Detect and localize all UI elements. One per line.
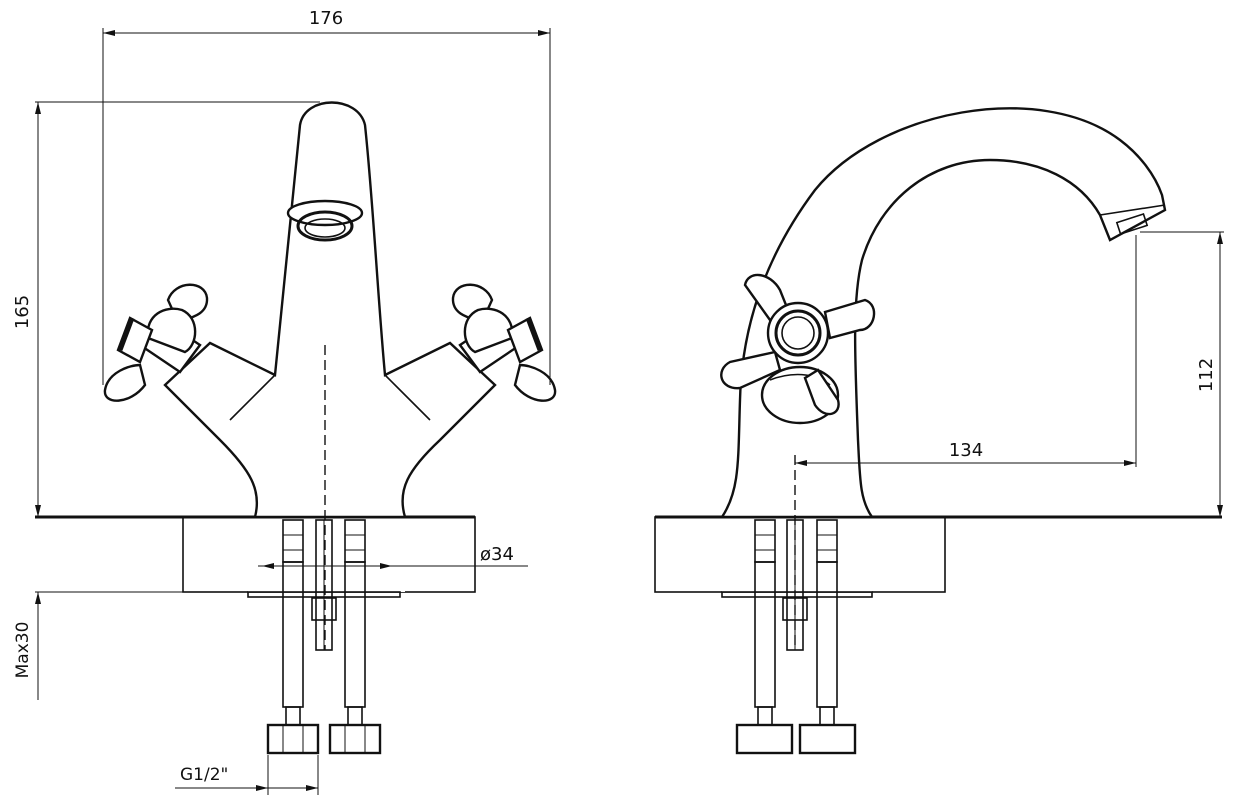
dimension-spout-height: 112: [1140, 231, 1224, 517]
dimension-spout-reach: 134: [795, 235, 1137, 467]
dimension-max-mount-label: Max30: [13, 622, 33, 679]
front-faucet-body: [163, 101, 497, 519]
side-countertop-section: [654, 515, 1222, 598]
dimension-max-mount: Max30: [13, 592, 41, 700]
front-supply-hoses: [266, 519, 382, 755]
front-right-handle[interactable]: [451, 283, 557, 402]
side-view: 112 134: [654, 107, 1224, 755]
dimension-spout-height-label: 112: [1196, 358, 1217, 392]
dimension-width-top: 176: [102, 8, 551, 385]
side-supply-hoses: [735, 519, 857, 755]
dimension-pipe-diameter: ø34: [258, 544, 528, 569]
dimension-height-total-label: 165: [12, 295, 33, 329]
dimension-connection-thread-label: G1/2": [180, 765, 228, 785]
front-view: 176 165 Max30 ø34: [12, 8, 557, 795]
dimension-height-total: 165: [12, 101, 320, 517]
dimension-pipe-diameter-label: ø34: [480, 544, 514, 565]
dimension-spout-reach-label: 134: [949, 440, 983, 461]
dimension-width-top-label: 176: [309, 8, 343, 29]
front-left-handle[interactable]: [103, 283, 209, 402]
side-handle[interactable]: [720, 273, 876, 416]
front-aerator: [286, 199, 364, 242]
front-countertop-section: [35, 515, 476, 598]
dimension-connection-thread: G1/2": [175, 755, 319, 795]
